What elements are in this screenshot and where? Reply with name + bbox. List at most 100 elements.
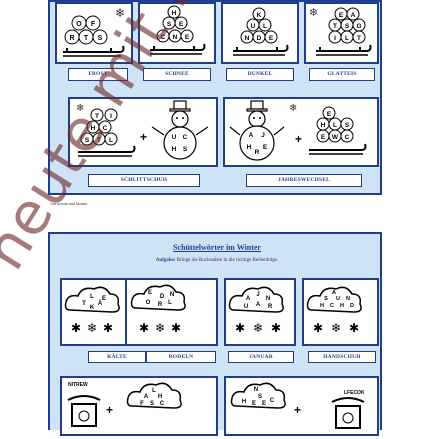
svg-text:R: R [69, 35, 74, 42]
answer-label-10: HANDSCHUH [308, 351, 376, 363]
svg-text:C: C [270, 398, 275, 404]
svg-text:L: L [168, 300, 172, 306]
svg-text:E: E [262, 401, 266, 407]
svg-text:✱: ✱ [103, 321, 113, 335]
svg-text:E: E [185, 34, 190, 41]
svg-text:H: H [320, 303, 324, 309]
svg-text:✱: ✱ [139, 321, 149, 335]
svg-text:✱: ✱ [271, 321, 281, 335]
svg-text:C: C [345, 134, 350, 141]
svg-text:C: C [161, 34, 166, 41]
svg-text:A: A [351, 12, 356, 19]
answer-label-5: SCHLITTSCHUH [88, 174, 200, 187]
svg-text:A: A [332, 290, 336, 296]
svg-text:L: L [90, 294, 94, 300]
svg-text:L: L [263, 23, 267, 30]
answer-label-1: FROST [68, 68, 128, 81]
svg-text:A: A [256, 302, 261, 308]
svg-text:H: H [172, 10, 177, 17]
svg-text:O: O [76, 21, 82, 28]
task-text: Bringe die Buchstaben in die richtige Re… [176, 258, 279, 263]
svg-text:H: H [340, 303, 344, 309]
svg-text:N: N [245, 35, 250, 42]
svg-text:U: U [172, 134, 177, 141]
answer-label-4: GLATTEIS [309, 68, 375, 81]
svg-text:+: + [295, 132, 302, 146]
svg-text:❄: ❄ [331, 321, 341, 335]
task-label: Aufgabe: [155, 258, 176, 263]
scrambled-word-1: NITREW [68, 382, 88, 388]
svg-text:G: G [356, 23, 361, 30]
svg-text:E: E [102, 296, 106, 302]
svg-text:K: K [257, 12, 262, 19]
svg-text:A: A [144, 394, 149, 400]
svg-text:D: D [350, 303, 354, 309]
svg-text:L: L [333, 122, 337, 129]
svg-text:O: O [146, 300, 151, 306]
svg-text:L: L [345, 35, 349, 42]
svg-text:H: H [321, 122, 326, 129]
answer-label-7: KÄLTE [88, 351, 146, 363]
svg-text:T: T [97, 137, 101, 144]
svg-text:✱: ✱ [171, 321, 181, 335]
svg-text:H: H [91, 125, 96, 132]
svg-text:T: T [95, 113, 99, 120]
svg-text:N: N [170, 292, 174, 298]
scrambled-word-2: LFECOK [344, 390, 365, 396]
svg-text:S: S [98, 35, 103, 42]
svg-text:+: + [140, 130, 147, 144]
svg-text:E: E [339, 12, 344, 19]
svg-text:E: E [269, 35, 274, 42]
answer-label-9: JANUAR [228, 351, 294, 363]
svg-text:U: U [244, 304, 248, 310]
svg-text:S: S [345, 122, 350, 129]
svg-text:U: U [251, 23, 256, 30]
svg-text:C: C [103, 125, 108, 132]
svg-text:D: D [160, 294, 165, 300]
answer-label-3: DUNKEL [226, 68, 294, 81]
svg-text:S: S [167, 21, 172, 28]
svg-text:+: + [106, 403, 113, 417]
svg-text:I: I [334, 35, 336, 42]
svg-text:A: A [246, 296, 251, 302]
svg-text:R: R [158, 302, 163, 308]
svg-text:❄: ❄ [87, 321, 97, 335]
svg-text:S: S [183, 146, 188, 153]
svg-text:A: A [249, 132, 254, 139]
worksheet-title: Schüttelwörter im Winter [173, 243, 261, 252]
svg-text:T: T [82, 301, 86, 307]
svg-text:H: H [172, 146, 177, 153]
svg-text:E: E [179, 21, 184, 28]
svg-text:S: S [258, 394, 262, 400]
svg-text:K: K [90, 305, 95, 311]
svg-text:C: C [160, 401, 165, 407]
answer-label-2: SCHNEE [143, 68, 211, 81]
svg-text:C: C [330, 303, 334, 309]
svg-text:S: S [150, 401, 154, 407]
svg-text:✱: ✱ [71, 321, 81, 335]
svg-text:✱: ✱ [349, 321, 359, 335]
svg-text:N: N [346, 296, 350, 302]
svg-text:✱: ✱ [235, 321, 245, 335]
svg-text:R: R [268, 304, 273, 310]
svg-text:E: E [321, 134, 326, 141]
svg-text:❄: ❄ [155, 321, 165, 335]
svg-text:N: N [266, 296, 270, 302]
svg-text:H: H [242, 399, 246, 405]
svg-text:L: L [152, 388, 156, 394]
svg-text:H: H [158, 394, 162, 400]
svg-text:J: J [256, 292, 259, 298]
svg-text:T: T [84, 35, 89, 42]
svg-text:U: U [336, 296, 340, 302]
svg-text:R: R [255, 149, 260, 156]
svg-text:❄: ❄ [289, 103, 297, 114]
svg-text:T: T [357, 35, 361, 42]
